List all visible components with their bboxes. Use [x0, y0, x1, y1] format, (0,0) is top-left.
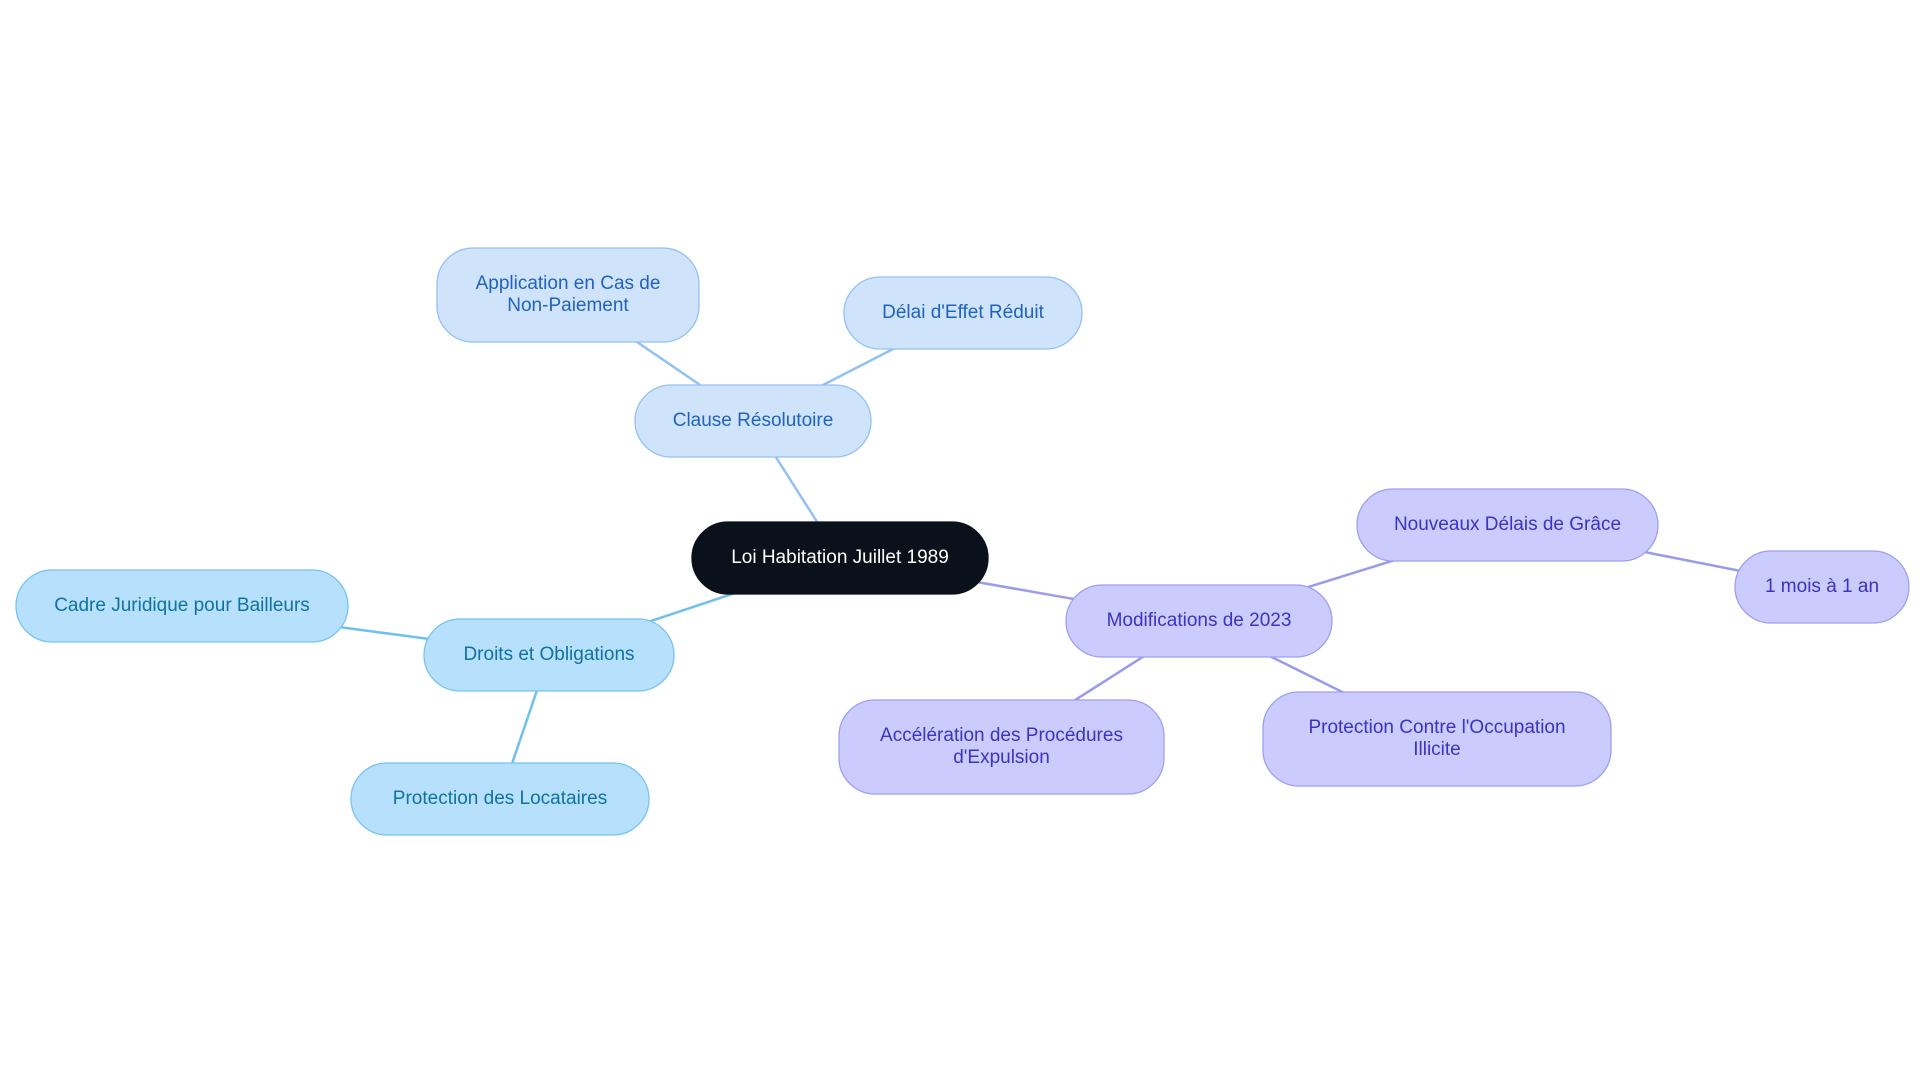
node-root[interactable]: Loi Habitation Juillet 1989: [691, 521, 989, 595]
node-droits-box: [423, 618, 675, 692]
node-protection-occ-label: Illicite: [1413, 739, 1461, 760]
node-acceleration-label: Accélération des Procédures: [880, 725, 1123, 746]
node-clause-label: Clause Résolutoire: [673, 410, 834, 431]
node-acceleration-box: [838, 699, 1165, 795]
node-root-label: Loi Habitation Juillet 1989: [731, 547, 949, 568]
node-application-label: Application en Cas de: [476, 273, 661, 294]
node-cadre[interactable]: Cadre Juridique pour Bailleurs: [15, 569, 349, 643]
node-application-box: [436, 247, 700, 343]
node-protection-loc-box: [350, 762, 650, 836]
node-modifs[interactable]: Modifications de 2023: [1065, 584, 1333, 658]
node-acceleration-label: d'Expulsion: [953, 747, 1050, 768]
node-protection-occ-label: Protection Contre l'Occupation: [1308, 717, 1565, 738]
node-protection-occ-box: [1262, 691, 1612, 787]
node-clause[interactable]: Clause Résolutoire: [634, 384, 872, 458]
node-clause-box: [634, 384, 872, 458]
node-mois-label: 1 mois à 1 an: [1765, 576, 1879, 597]
node-protection-loc-label: Protection des Locataires: [393, 788, 607, 809]
node-nouveaux-label: Nouveaux Délais de Grâce: [1394, 514, 1621, 535]
node-application-label: Non-Paiement: [507, 295, 629, 316]
node-mois-box: [1734, 550, 1910, 624]
node-nouveaux-box: [1356, 488, 1659, 562]
node-nouveaux[interactable]: Nouveaux Délais de Grâce: [1356, 488, 1659, 562]
node-delai-box: [843, 276, 1083, 350]
node-droits[interactable]: Droits et Obligations: [423, 618, 675, 692]
node-protection-loc[interactable]: Protection des Locataires: [350, 762, 650, 836]
node-cadre-box: [15, 569, 349, 643]
node-delai-label: Délai d'Effet Réduit: [882, 302, 1044, 323]
node-delai[interactable]: Délai d'Effet Réduit: [843, 276, 1083, 350]
node-cadre-label: Cadre Juridique pour Bailleurs: [54, 595, 310, 616]
node-droits-label: Droits et Obligations: [463, 644, 634, 665]
node-root-box: [691, 521, 989, 595]
mindmap-nodes: Loi Habitation Juillet 1989 Clause Résolu…: [15, 247, 1910, 836]
node-mois[interactable]: 1 mois à 1 an: [1734, 550, 1910, 624]
node-modifs-label: Modifications de 2023: [1107, 610, 1292, 631]
node-modifs-box: [1065, 584, 1333, 658]
